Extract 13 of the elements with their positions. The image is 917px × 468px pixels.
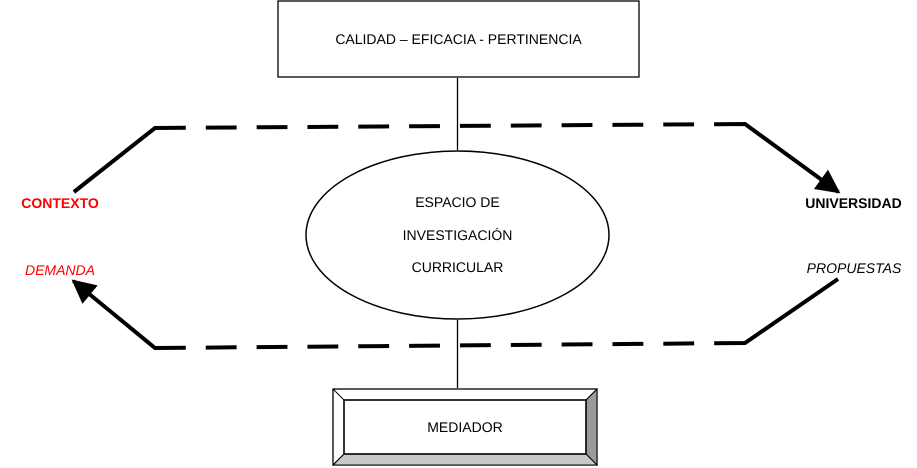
node-label: MEDIADOR (427, 419, 503, 435)
quality-box (277, 0, 640, 78)
node-label: CALIDAD – EFICACIA - PERTINENCIA (335, 31, 582, 47)
side-label: DEMANDA (24, 262, 95, 278)
research-space-ellipse (305, 150, 610, 320)
mediator-box (332, 388, 598, 466)
connector-line (72, 122, 840, 194)
connector-line (456, 320, 458, 388)
side-label: CONTEXTO (21, 195, 99, 211)
node-label: ESPACIO DE INVESTIGACIÓN CURRICULAR (402, 192, 514, 278)
connector-line (456, 78, 458, 150)
side-label: UNIVERSIDAD (805, 195, 902, 211)
side-label: PROPUESTAS (806, 260, 902, 276)
